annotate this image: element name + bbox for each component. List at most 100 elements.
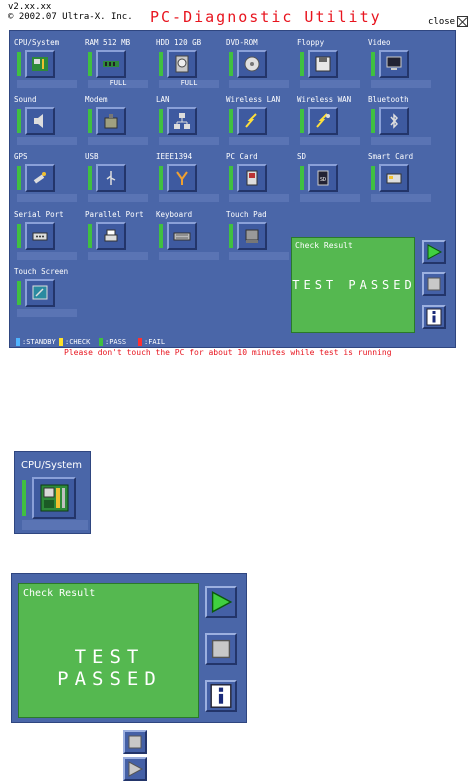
device-button[interactable] xyxy=(237,222,267,250)
status-bar xyxy=(88,137,148,145)
device-button[interactable] xyxy=(167,50,197,78)
device-label: RAM 512 MB xyxy=(85,38,131,47)
device-button[interactable] xyxy=(167,164,197,192)
device-button[interactable] xyxy=(237,50,267,78)
device-button[interactable] xyxy=(96,107,126,135)
status-indicator xyxy=(300,166,304,190)
device-button[interactable] xyxy=(167,222,197,250)
zoom-device-label: CPU/System xyxy=(21,460,82,471)
device-tile: Sound xyxy=(14,95,78,151)
device-label: Keyboard xyxy=(156,210,193,219)
device-tile: RAM 512 MB FULL xyxy=(85,38,149,94)
status-indicator xyxy=(17,109,21,133)
device-button[interactable] xyxy=(308,50,338,78)
version-copyright: v2.xx.xx © 2002.07 Ultra-X. Inc. xyxy=(8,2,133,22)
zoom-device-button[interactable] xyxy=(32,477,76,519)
legend-swatch xyxy=(16,338,20,346)
status-indicator xyxy=(17,166,21,190)
info-icon xyxy=(210,684,232,708)
close-button[interactable]: close xyxy=(428,16,468,27)
status-indicator xyxy=(88,109,92,133)
play-icon xyxy=(211,591,233,613)
zoom-stop-button[interactable] xyxy=(205,633,237,665)
status-indicator xyxy=(88,166,92,190)
device-tile: CPU/System xyxy=(14,38,78,94)
status-bar xyxy=(229,137,289,145)
device-button[interactable] xyxy=(25,107,55,135)
device-label: Parallel Port xyxy=(85,210,144,219)
zoom-start-button[interactable] xyxy=(205,586,237,618)
device-label: LAN xyxy=(156,95,170,104)
legend-label: :CHECK xyxy=(65,338,91,346)
legend-label: :FAIL xyxy=(144,338,166,346)
device-button[interactable] xyxy=(237,164,267,192)
cpu-board-icon xyxy=(32,57,48,71)
device-label: Wireless LAN xyxy=(226,95,281,104)
stop-button-sample[interactable] xyxy=(123,730,147,754)
device-button[interactable] xyxy=(96,50,126,78)
device-tile: LAN xyxy=(156,95,220,151)
device-label: DVD-ROM xyxy=(226,38,258,47)
device-label: Floppy xyxy=(297,38,325,47)
device-button[interactable] xyxy=(25,164,55,192)
status-indicator xyxy=(371,166,375,190)
status-bar xyxy=(17,194,77,202)
device-button[interactable] xyxy=(25,50,55,78)
device-label: Wireless WAN xyxy=(297,95,352,104)
device-label: Sound xyxy=(14,95,37,104)
play-icon xyxy=(128,761,144,777)
device-button[interactable] xyxy=(167,107,197,135)
legend-label: :PASS xyxy=(105,338,127,346)
device-tile: Touch Screen xyxy=(14,267,78,323)
device-tile: Modem xyxy=(85,95,149,151)
zoom-status-indicator xyxy=(22,480,26,516)
device-button[interactable] xyxy=(379,164,409,192)
status-indicator xyxy=(88,224,92,248)
hard-drive-icon xyxy=(175,55,189,73)
status-bar xyxy=(88,80,148,88)
device-tile: Floppy xyxy=(297,38,361,94)
version-text: v2.xx.xx xyxy=(8,2,52,12)
play-button-sample[interactable] xyxy=(123,757,147,781)
zoom-info-button[interactable] xyxy=(205,680,237,712)
device-button[interactable] xyxy=(379,50,409,78)
device-button[interactable] xyxy=(308,107,338,135)
device-button[interactable]: SD xyxy=(308,164,338,192)
device-button[interactable] xyxy=(237,107,267,135)
device-label: PC Card xyxy=(226,152,258,161)
start-button[interactable] xyxy=(422,240,446,264)
device-tile: Wireless WAN xyxy=(297,95,361,151)
stop-button[interactable] xyxy=(422,272,446,296)
copyright-text: © 2002.07 Ultra-X. Inc. xyxy=(8,12,133,22)
device-label: Smart Card xyxy=(368,152,414,161)
status-bar xyxy=(229,252,289,260)
info-button[interactable] xyxy=(422,305,446,329)
device-tile: Smart Card xyxy=(368,152,432,208)
device-button[interactable] xyxy=(96,164,126,192)
device-tile: Keyboard xyxy=(156,210,220,266)
device-button[interactable] xyxy=(96,222,126,250)
device-label: SD xyxy=(297,152,307,161)
status-bar xyxy=(159,194,219,202)
legend-item: :PASS xyxy=(99,338,126,346)
device-button[interactable] xyxy=(25,222,55,250)
status-indicator xyxy=(159,224,163,248)
info-icon xyxy=(426,308,442,326)
device-status: FULL xyxy=(180,79,198,87)
zoom-check-result: Check Result TEST PASSED xyxy=(18,583,199,718)
pc-card-icon xyxy=(246,170,258,186)
device-button[interactable] xyxy=(379,107,409,135)
warning-text: Please don't touch the PC for about 10 m… xyxy=(64,348,392,357)
device-button[interactable] xyxy=(25,279,55,307)
monitor-icon xyxy=(386,56,402,70)
status-bar xyxy=(300,137,360,145)
smart-card-icon xyxy=(386,173,402,184)
bluetooth-icon xyxy=(390,113,399,129)
wireless-wan-icon xyxy=(316,113,330,128)
ram-stick-icon xyxy=(103,61,119,67)
device-status: FULL xyxy=(109,79,127,87)
device-tile: Video xyxy=(368,38,432,94)
status-bar xyxy=(229,194,289,202)
